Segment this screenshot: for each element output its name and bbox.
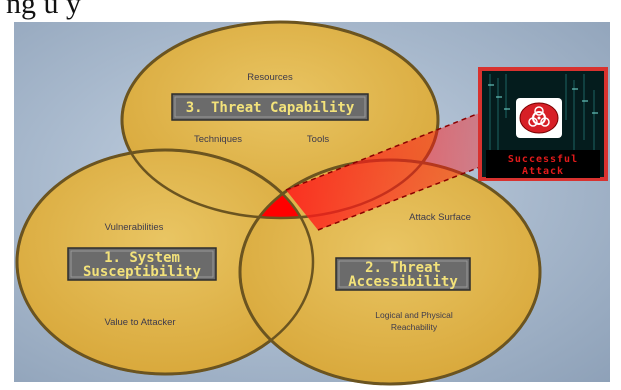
attack-surface-label: Attack Surface [409,212,471,223]
system-susceptibility-title-2: Susceptibility [83,264,202,280]
threat-capability-title: 3. Threat Capability [186,100,355,116]
tools-label: Tools [307,134,329,145]
successful-attack-panel: Successful Attack [478,67,608,181]
system-susceptibility-box [67,247,217,281]
reachability-label: Reachability [391,322,438,332]
attack-label: Attack [522,166,564,177]
logical-physical-label: Logical and Physical [375,310,453,320]
resources-label: Resources [247,72,293,83]
threat-accessibility-title-2: Accessibility [348,274,458,290]
threat-accessibility-title-1: 2. Threat [365,260,441,276]
successful-label: Successful [508,154,578,165]
threat-capability-box [171,93,369,121]
value-to-attacker-label: Value to Attacker [104,317,175,328]
system-susceptibility-title-1: 1. System [104,250,180,266]
techniques-label: Techniques [194,134,242,145]
attack-beam [286,108,498,230]
vulnerabilities-label: Vulnerabilities [105,222,164,233]
biohazard-icon [516,98,562,138]
threat-accessibility-box [335,257,471,291]
top-caption: ng u y [6,0,81,20]
